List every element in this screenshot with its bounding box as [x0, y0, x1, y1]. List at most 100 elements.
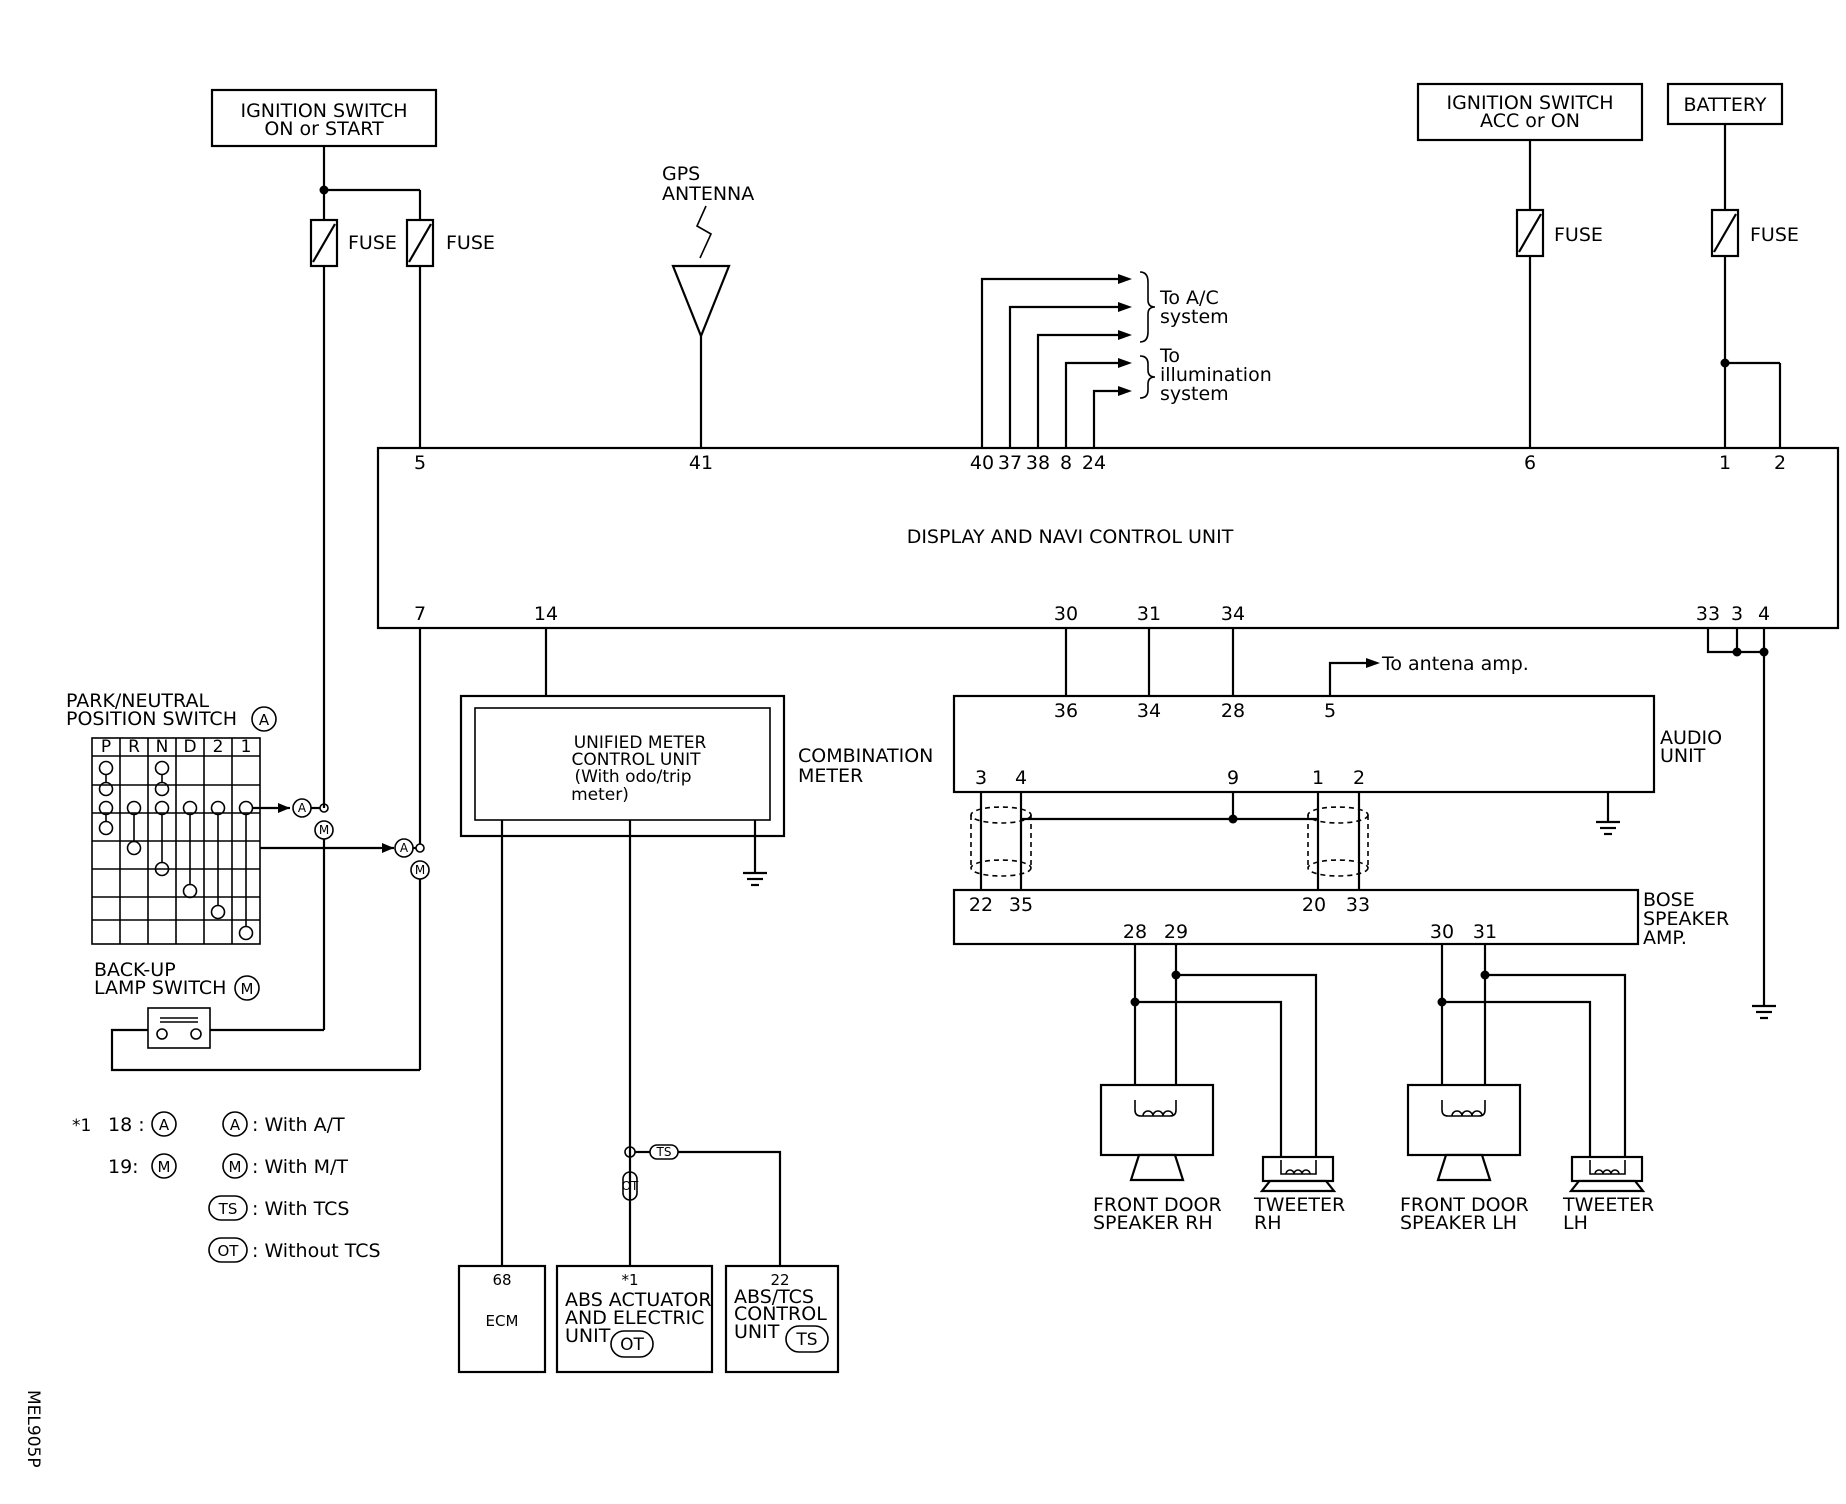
- svg-text:36: 36: [1054, 700, 1078, 722]
- tweeter-icon: [1259, 1179, 1337, 1193]
- svg-text:system: system: [1160, 383, 1229, 405]
- svg-text:37: 37: [998, 452, 1022, 474]
- svg-text:IGNITION SWITCH: IGNITION SWITCH: [240, 100, 407, 122]
- ignition-switch-acc-on: IGNITION SWITCH ACC or ON: [1416, 82, 1644, 142]
- svg-text:1: 1: [241, 737, 252, 757]
- battery-wiring: FUSE: [1710, 124, 1799, 448]
- abs-actuator-unit: *1 ABS ACTUATOR AND ELECTRIC UNIT OT: [555, 1264, 714, 1374]
- svg-text:To A/C: To A/C: [1159, 287, 1219, 309]
- svg-text:1: 1: [1312, 767, 1324, 789]
- speaker-coil-icon: [1441, 1100, 1486, 1117]
- legend: *1 18 : A 19: M A : With A/T M : With M/…: [72, 1111, 381, 1263]
- svg-text:: With TCS: : With TCS: [252, 1198, 349, 1220]
- svg-text:19:: 19:: [108, 1156, 139, 1178]
- svg-text:AND ELECTRIC: AND ELECTRIC: [565, 1307, 704, 1329]
- combination-meter: UNIFIED METER CONTROL UNIT (With odo/tri…: [459, 628, 933, 1268]
- svg-text:4: 4: [1758, 603, 1770, 625]
- speaker-icon: [1436, 1153, 1492, 1182]
- svg-text:22: 22: [969, 894, 993, 916]
- fuse-label: FUSE: [348, 232, 397, 254]
- svg-text:3: 3: [1731, 603, 1743, 625]
- svg-text:BACK-UP: BACK-UP: [94, 959, 176, 981]
- svg-text:35: 35: [1009, 894, 1033, 916]
- fuse-label: FUSE: [446, 232, 495, 254]
- svg-text:COMBINATION: COMBINATION: [798, 745, 933, 767]
- svg-text:OT: OT: [622, 1179, 639, 1193]
- svg-text:POSITION SWITCH: POSITION SWITCH: [66, 708, 237, 730]
- tweeter-lh: TWEETER LH: [1562, 1155, 1654, 1234]
- svg-text:31: 31: [1473, 921, 1497, 943]
- svg-text:6: 6: [1524, 452, 1536, 474]
- svg-text:ON or START: ON or START: [264, 118, 384, 140]
- svg-text:UNIFIED METER: UNIFIED METER: [574, 733, 707, 753]
- audio-unit: To antena amp. AUDIO UNIT 36 34 28 5 3 4…: [952, 628, 1722, 836]
- svg-text:M: M: [319, 823, 329, 837]
- fuse-label: FUSE: [1554, 224, 1603, 246]
- ac-illumination-outputs: To A/C system To illumination system: [980, 271, 1272, 448]
- svg-text:33: 33: [1696, 603, 1720, 625]
- diagram-id: MEL905P: [23, 1390, 43, 1468]
- svg-text:ACC or ON: ACC or ON: [1480, 110, 1580, 132]
- svg-text:*1: *1: [621, 1271, 638, 1289]
- svg-text:BOSE: BOSE: [1643, 889, 1695, 911]
- park-neutral-position-switch: PARK/NEUTRAL POSITION SWITCH A P R N D 2…: [66, 690, 277, 945]
- svg-text:18 :: 18 :: [108, 1114, 145, 1136]
- svg-text:ABS ACTUATOR: ABS ACTUATOR: [565, 1289, 712, 1311]
- navi-ground-wiring: [1706, 628, 1776, 1020]
- svg-text:FRONT DOOR: FRONT DOOR: [1093, 1194, 1222, 1216]
- svg-text:RH: RH: [1254, 1212, 1282, 1234]
- svg-text:1: 1: [1719, 452, 1731, 474]
- svg-text:3: 3: [975, 767, 987, 789]
- svg-text:5: 5: [414, 452, 426, 474]
- svg-text:AUDIO: AUDIO: [1660, 727, 1722, 749]
- to-antenna-amp-label: To antena amp.: [1381, 653, 1529, 675]
- svg-text:4: 4: [1015, 767, 1027, 789]
- svg-text:A: A: [298, 801, 307, 815]
- speaker-icon: [1129, 1153, 1185, 1182]
- svg-text:UNIT: UNIT: [565, 1325, 611, 1347]
- gps-antenna: GPS ANTENNA: [662, 163, 754, 448]
- svg-text:M: M: [229, 1158, 242, 1176]
- svg-text:OT: OT: [620, 1335, 644, 1355]
- svg-text:28: 28: [1123, 921, 1147, 943]
- svg-text:22: 22: [770, 1271, 789, 1289]
- svg-text:30: 30: [1054, 603, 1078, 625]
- svg-text:LAMP SWITCH: LAMP SWITCH: [94, 977, 226, 999]
- svg-text:2: 2: [213, 737, 224, 757]
- svg-text:68: 68: [492, 1271, 511, 1289]
- svg-text:UNIT: UNIT: [734, 1321, 780, 1343]
- speaker-coil-icon: [1134, 1100, 1177, 1117]
- svg-text:7: 7: [414, 603, 426, 625]
- svg-text:34: 34: [1137, 700, 1161, 722]
- svg-text:*1: *1: [72, 1116, 91, 1136]
- svg-text:CONTROL UNIT: CONTROL UNIT: [572, 750, 702, 770]
- svg-text:LH: LH: [1563, 1212, 1588, 1234]
- svg-text:R: R: [128, 737, 140, 757]
- svg-text:A: A: [259, 711, 270, 729]
- svg-text:To: To: [1159, 345, 1180, 367]
- navi-bottom-pins: 7 14 30 31 34 33 3 4: [414, 603, 1770, 625]
- fuse-label: FUSE: [1750, 224, 1799, 246]
- ignition-switch-on-start: IGNITION SWITCH ON or START: [210, 88, 438, 148]
- svg-text:34: 34: [1221, 603, 1245, 625]
- mt-marker-icon: [234, 975, 260, 1001]
- svg-text:TWEETER: TWEETER: [1562, 1194, 1654, 1216]
- antenna-icon: [671, 264, 731, 339]
- svg-text:CONTROL: CONTROL: [734, 1303, 827, 1325]
- svg-text:A: A: [400, 841, 409, 855]
- speakers-lh-wiring: [1437, 944, 1627, 1160]
- ign-start-wiring: FUSE FUSE: [309, 146, 495, 808]
- svg-text:SPEAKER LH: SPEAKER LH: [1400, 1212, 1517, 1234]
- abs-tcs-control-unit: 22 ABS/TCS CONTROL UNIT TS: [724, 1264, 840, 1374]
- park-neutral-wiring: A M A M: [110, 628, 430, 1072]
- svg-text:OT: OT: [218, 1242, 240, 1260]
- svg-text:20: 20: [1302, 894, 1326, 916]
- svg-text:GPS: GPS: [662, 163, 700, 185]
- svg-text:(With odo/trip: (With odo/trip: [574, 767, 691, 787]
- svg-text:5: 5: [1324, 700, 1336, 722]
- switch-grid: P R N D 2 1: [91, 737, 261, 945]
- svg-text:30: 30: [1430, 921, 1454, 943]
- svg-text:P: P: [101, 737, 111, 757]
- tweeter-coil-icon: [1280, 1160, 1317, 1175]
